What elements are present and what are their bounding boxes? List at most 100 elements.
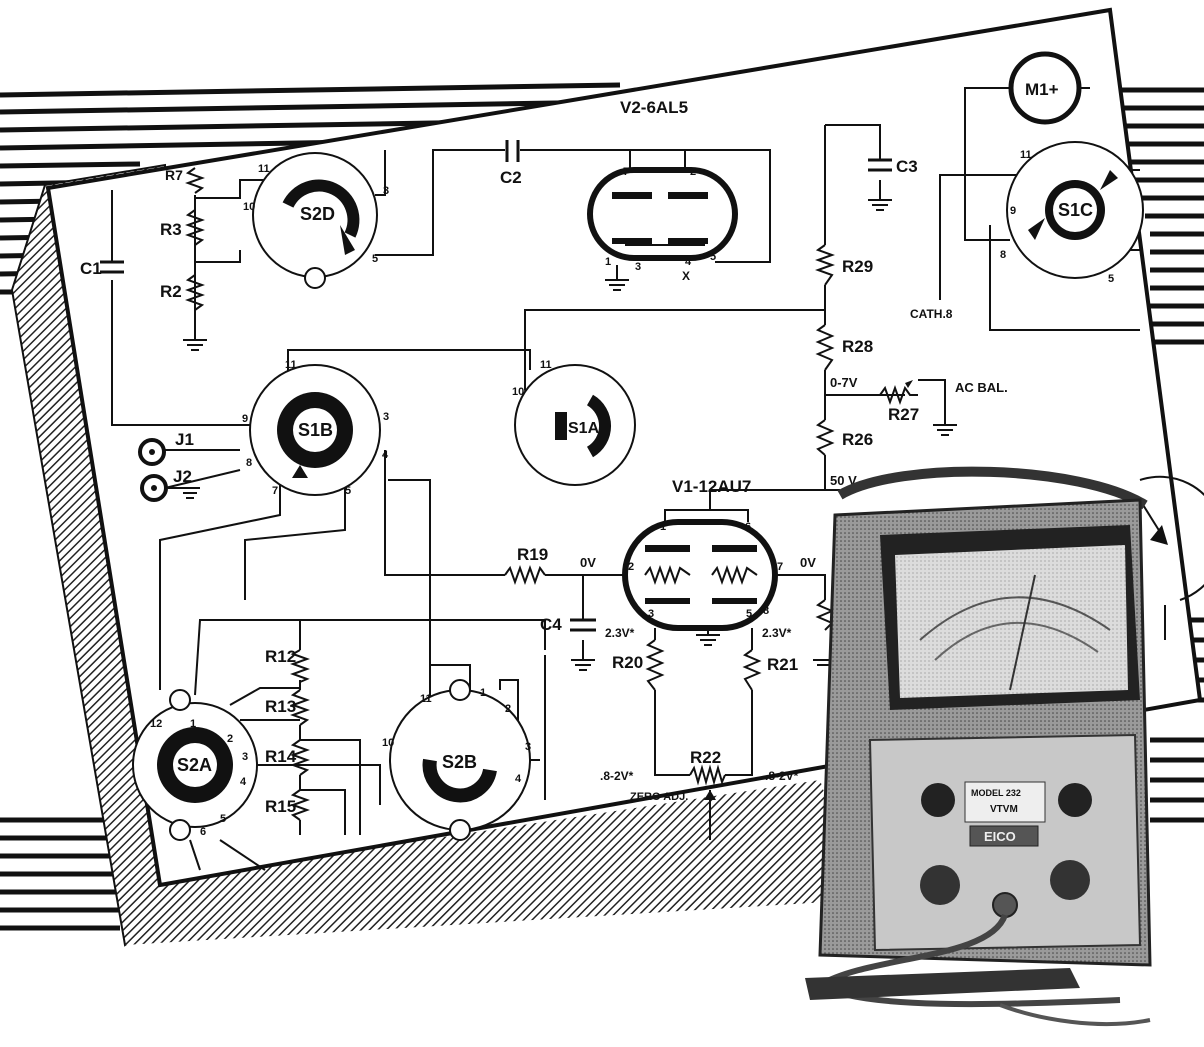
v2-tube: [587, 167, 738, 261]
vtvm-instrument: MODEL 232 VTVM EICO: [805, 466, 1152, 1026]
ground-r27: [933, 424, 957, 436]
r14-resistor: [290, 739, 310, 776]
brand-label: EICO: [984, 829, 1016, 844]
pin-number: 1: [190, 718, 196, 730]
pin-number: 9: [1010, 205, 1016, 217]
c1-label: C1: [80, 259, 102, 278]
model-plate-model: MODEL 232: [971, 788, 1021, 798]
r12-label: R12: [265, 647, 296, 666]
pin-number: 8: [763, 605, 769, 617]
jack-j2: [140, 474, 168, 502]
r19-label: R19: [517, 545, 548, 564]
s1a-label: S1A: [568, 420, 600, 437]
r21-resistor: [742, 649, 762, 691]
r28-resistor: [815, 324, 835, 371]
pin-number: 11: [1020, 149, 1032, 161]
function-knob: [920, 865, 960, 905]
v2-label: V2-6AL5: [620, 98, 688, 117]
v23-left-label: 2.3V*: [605, 626, 635, 640]
pin-numbers: 11 10 3 5 11 9 8 5 11 9 8 7 5 4 3 11 10 …: [150, 149, 1114, 838]
ground-c4: [571, 659, 595, 671]
r22-resistor: [689, 764, 726, 786]
c2-capacitor: [505, 140, 520, 162]
pin-number: 5: [345, 485, 351, 497]
jack-j1: [138, 438, 166, 466]
meter-needle: [1009, 574, 1036, 691]
pin-number: 5: [372, 253, 378, 265]
pin-number: 1: [605, 256, 611, 268]
s2a-switch: [132, 689, 258, 841]
v1-tube: [622, 509, 778, 631]
r14-label: R14: [265, 747, 297, 766]
range-label: 0-7V: [830, 375, 858, 390]
pin-number: 2: [690, 166, 696, 178]
pin-number: 12: [150, 718, 162, 730]
r20-resistor: [645, 639, 665, 691]
r21-label: R21: [767, 655, 798, 674]
pin-number: 3: [635, 261, 641, 273]
s1a-switch: [514, 364, 636, 486]
c4-capacitor: [570, 618, 596, 632]
pin-number: 10: [512, 386, 524, 398]
pin-number: 10: [243, 201, 255, 213]
probe: [805, 968, 1080, 1000]
ground-v2: [605, 265, 629, 291]
model-plate: [964, 781, 1046, 823]
c3-label: C3: [896, 157, 918, 176]
pin-number: 2: [505, 703, 511, 715]
r20-label: R20: [612, 653, 643, 672]
ohms-knob: [1058, 783, 1092, 817]
j1-label: J1: [175, 430, 194, 449]
pin-number: 11: [420, 693, 432, 705]
s1c-switch: [1006, 141, 1144, 279]
input-jack: [992, 892, 1018, 918]
pin-number: 8: [246, 457, 252, 469]
pin-number: 10: [382, 737, 394, 749]
fifty-volt-label: 50 V: [830, 473, 857, 488]
r26-resistor: [815, 419, 835, 456]
v2-x-mark: X: [682, 269, 690, 283]
pin-number: 9: [242, 413, 248, 425]
pin-number: 2: [227, 733, 233, 745]
r27-label: R27: [888, 405, 919, 424]
ac-bal-label: AC BAL.: [955, 380, 1008, 395]
pin-number: 11: [540, 359, 552, 371]
pin-number: 1: [480, 687, 486, 699]
r12-resistor: [290, 649, 310, 683]
brand-plate: [969, 825, 1039, 847]
meter-scale: [919, 596, 1111, 641]
r13-resistor: [290, 689, 310, 726]
zero-adj-label: ZERO ADJ.: [630, 791, 688, 803]
meter-face: [895, 545, 1128, 698]
pin-number: 7: [623, 166, 629, 178]
s1b-label: S1B: [298, 420, 333, 440]
ground-j2: [168, 487, 200, 499]
wires: [111, 87, 1166, 871]
s1b-switch: [249, 364, 381, 496]
schematic-labels: V2-6AL5 V1-12AU7 M1+ S2D S1C S1B S1A S2A…: [80, 80, 1093, 816]
r29-label: R29: [842, 257, 873, 276]
r26-label: R26: [842, 430, 873, 449]
r22-label: R22: [690, 748, 721, 767]
s2b-switch: [389, 679, 531, 841]
r27-wiper-arrow: [905, 380, 913, 388]
pin-number: 5: [1108, 273, 1114, 285]
pin-number: 5: [746, 608, 752, 620]
c1-capacitor: [100, 260, 124, 274]
pin-number: 3: [383, 411, 389, 423]
pin-number: 5: [220, 813, 226, 825]
zero-knob: [921, 783, 955, 817]
r15-label: R15: [265, 797, 296, 816]
pin-number: 6: [200, 826, 206, 838]
r2-resistor: [185, 274, 205, 311]
pin-number: 6: [745, 521, 751, 533]
capacitors: [100, 140, 892, 632]
meter-m1: [1008, 51, 1082, 125]
c2-label: C2: [500, 168, 522, 187]
partial-switch-right: [1139, 475, 1204, 601]
pin-number: 3: [525, 741, 531, 753]
pin-number: 1: [660, 521, 666, 533]
pin-number: 4: [382, 449, 389, 461]
pin-number: 11: [258, 163, 270, 175]
